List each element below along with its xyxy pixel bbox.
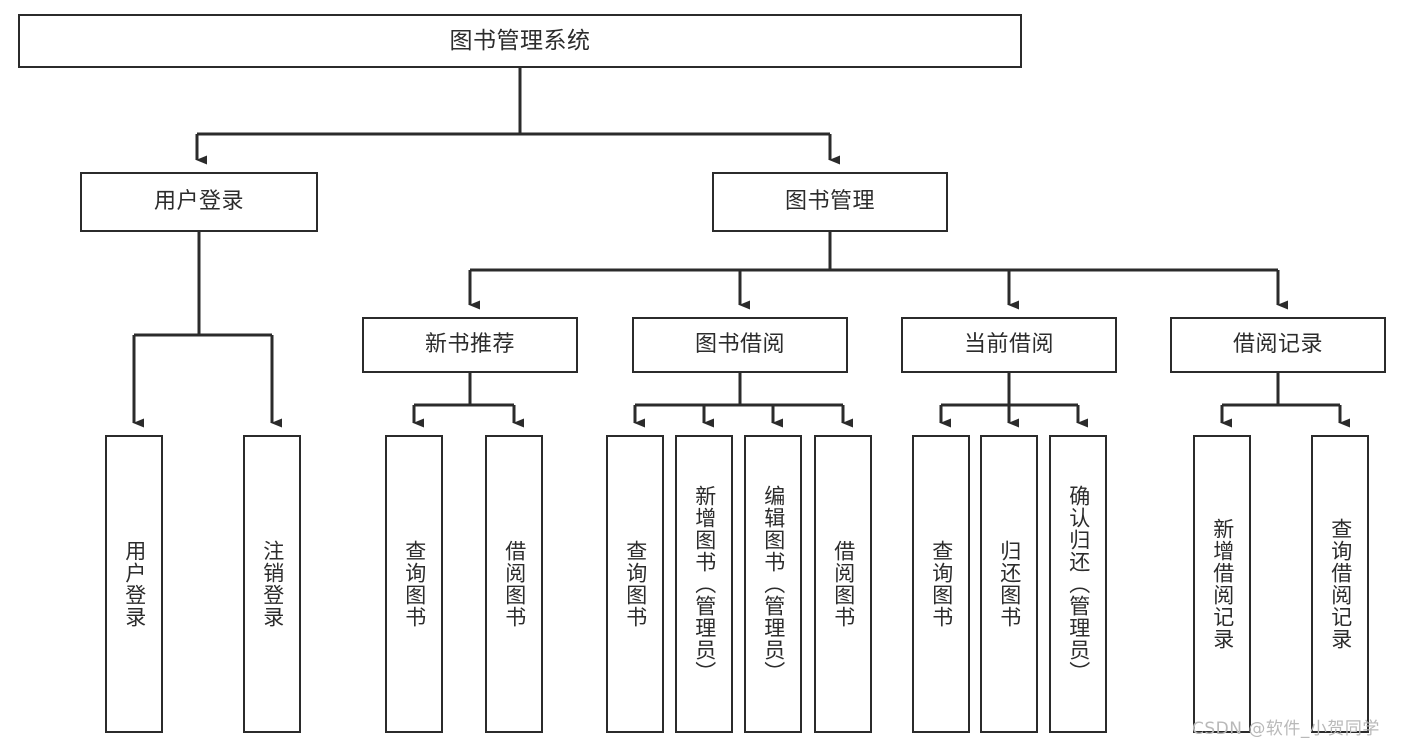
node-book-borrow[interactable]: 图书借阅 — [632, 317, 848, 373]
leaf-add-book-admin[interactable]: 新增图书（管理员） — [675, 435, 733, 733]
node-current-borrow[interactable]: 当前借阅 — [901, 317, 1117, 373]
watermark-text: CSDN @软件_小贺同学 — [1192, 719, 1380, 739]
leaf-label: 新增借阅记录 — [1210, 518, 1235, 650]
node-label: 图书管理系统 — [449, 27, 591, 54]
node-new-book-recommend[interactable]: 新书推荐 — [362, 317, 578, 373]
leaf-borrow-book[interactable]: 借阅图书 — [814, 435, 872, 733]
leaf-query-book-current[interactable]: 查询图书 — [912, 435, 970, 733]
leaf-borrow-book-recommend[interactable]: 借阅图书 — [485, 435, 543, 733]
node-root-system[interactable]: 图书管理系统 — [18, 14, 1022, 68]
node-label: 借阅记录 — [1232, 332, 1323, 358]
node-user-login[interactable]: 用户登录 — [80, 172, 318, 232]
node-label: 当前借阅 — [963, 332, 1054, 358]
leaf-label: 确认归还（管理员） — [1066, 485, 1091, 683]
leaf-label: 查询图书 — [929, 540, 954, 628]
leaf-add-borrow-record[interactable]: 新增借阅记录 — [1193, 435, 1251, 733]
leaf-label: 编辑图书（管理员） — [761, 485, 786, 683]
leaf-user-login[interactable]: 用户登录 — [105, 435, 163, 733]
leaf-label: 查询图书 — [623, 540, 648, 628]
leaf-label: 用户登录 — [122, 540, 147, 628]
node-book-management[interactable]: 图书管理 — [712, 172, 948, 232]
node-label: 图书借阅 — [694, 332, 785, 358]
leaf-label: 归还图书 — [997, 540, 1022, 628]
leaf-query-book-borrow[interactable]: 查询图书 — [606, 435, 664, 733]
node-borrow-record[interactable]: 借阅记录 — [1170, 317, 1386, 373]
node-label: 用户登录 — [153, 189, 244, 215]
leaf-label: 借阅图书 — [831, 540, 856, 628]
node-label: 图书管理 — [784, 189, 875, 215]
leaf-return-book[interactable]: 归还图书 — [980, 435, 1038, 733]
leaf-label: 查询借阅记录 — [1328, 518, 1353, 650]
leaf-query-borrow-record[interactable]: 查询借阅记录 — [1311, 435, 1369, 733]
leaf-query-book-recommend[interactable]: 查询图书 — [385, 435, 443, 733]
node-label: 新书推荐 — [424, 332, 515, 358]
leaf-label: 新增图书（管理员） — [692, 485, 717, 683]
leaf-label: 注销登录 — [260, 540, 285, 628]
leaf-confirm-return-admin[interactable]: 确认归还（管理员） — [1049, 435, 1107, 733]
leaf-edit-book-admin[interactable]: 编辑图书（管理员） — [744, 435, 802, 733]
leaf-label: 查询图书 — [402, 540, 427, 628]
leaf-logout-login[interactable]: 注销登录 — [243, 435, 301, 733]
leaf-label: 借阅图书 — [502, 540, 527, 628]
